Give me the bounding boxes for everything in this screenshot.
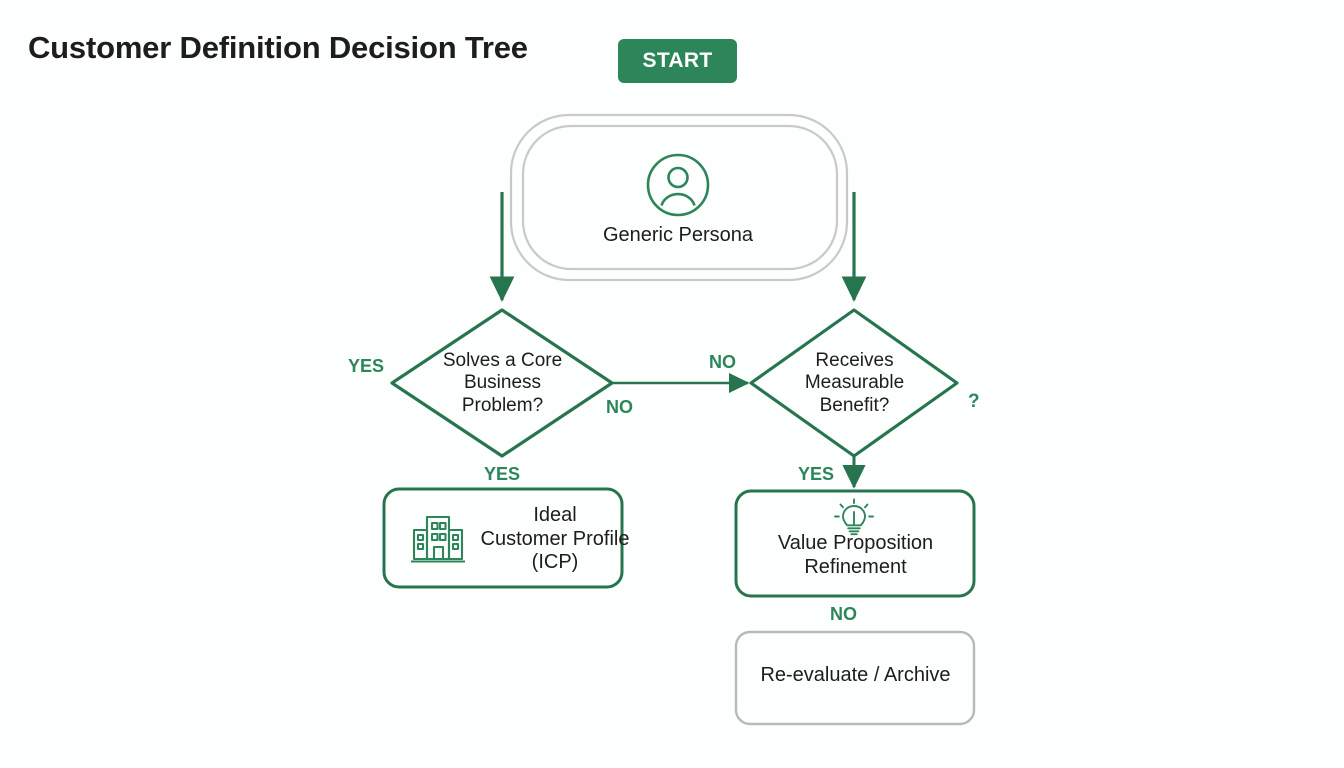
edge-label-yes-below-second-diamond: YES	[798, 464, 835, 484]
node-receives-benefit-label: Receives Measurable Benefit?	[804, 350, 905, 416]
node-re-evaluate-archive-label: Re-evaluate / Archive	[760, 664, 951, 686]
node-value-proposition-label: Value Proposition Refinement	[777, 532, 934, 578]
page-title: Customer Definition Decision Tree	[28, 30, 528, 65]
edge-label-no-below-value-prop: NO	[830, 604, 857, 624]
user-avatar-icon	[645, 152, 711, 218]
edge-label-no-above-connector: NO	[709, 352, 736, 372]
node-solves-core-problem-label: Solves a Core Business Problem?	[442, 350, 563, 416]
node-ideal-customer-profile-label: Ideal Customer Profile (ICP)	[480, 504, 630, 574]
edge-label-yes-below-first-diamond: YES	[484, 464, 521, 484]
edge-label-yes-left: YES	[348, 356, 385, 376]
building-icon	[407, 508, 469, 570]
node-generic-persona-label: Generic Persona	[602, 224, 754, 246]
start-button[interactable]: START	[618, 39, 737, 83]
edge-label-no-below-first-diamond: NO	[606, 397, 633, 417]
lightbulb-icon	[832, 497, 876, 541]
edge-label-question-mark: ?	[968, 391, 980, 412]
